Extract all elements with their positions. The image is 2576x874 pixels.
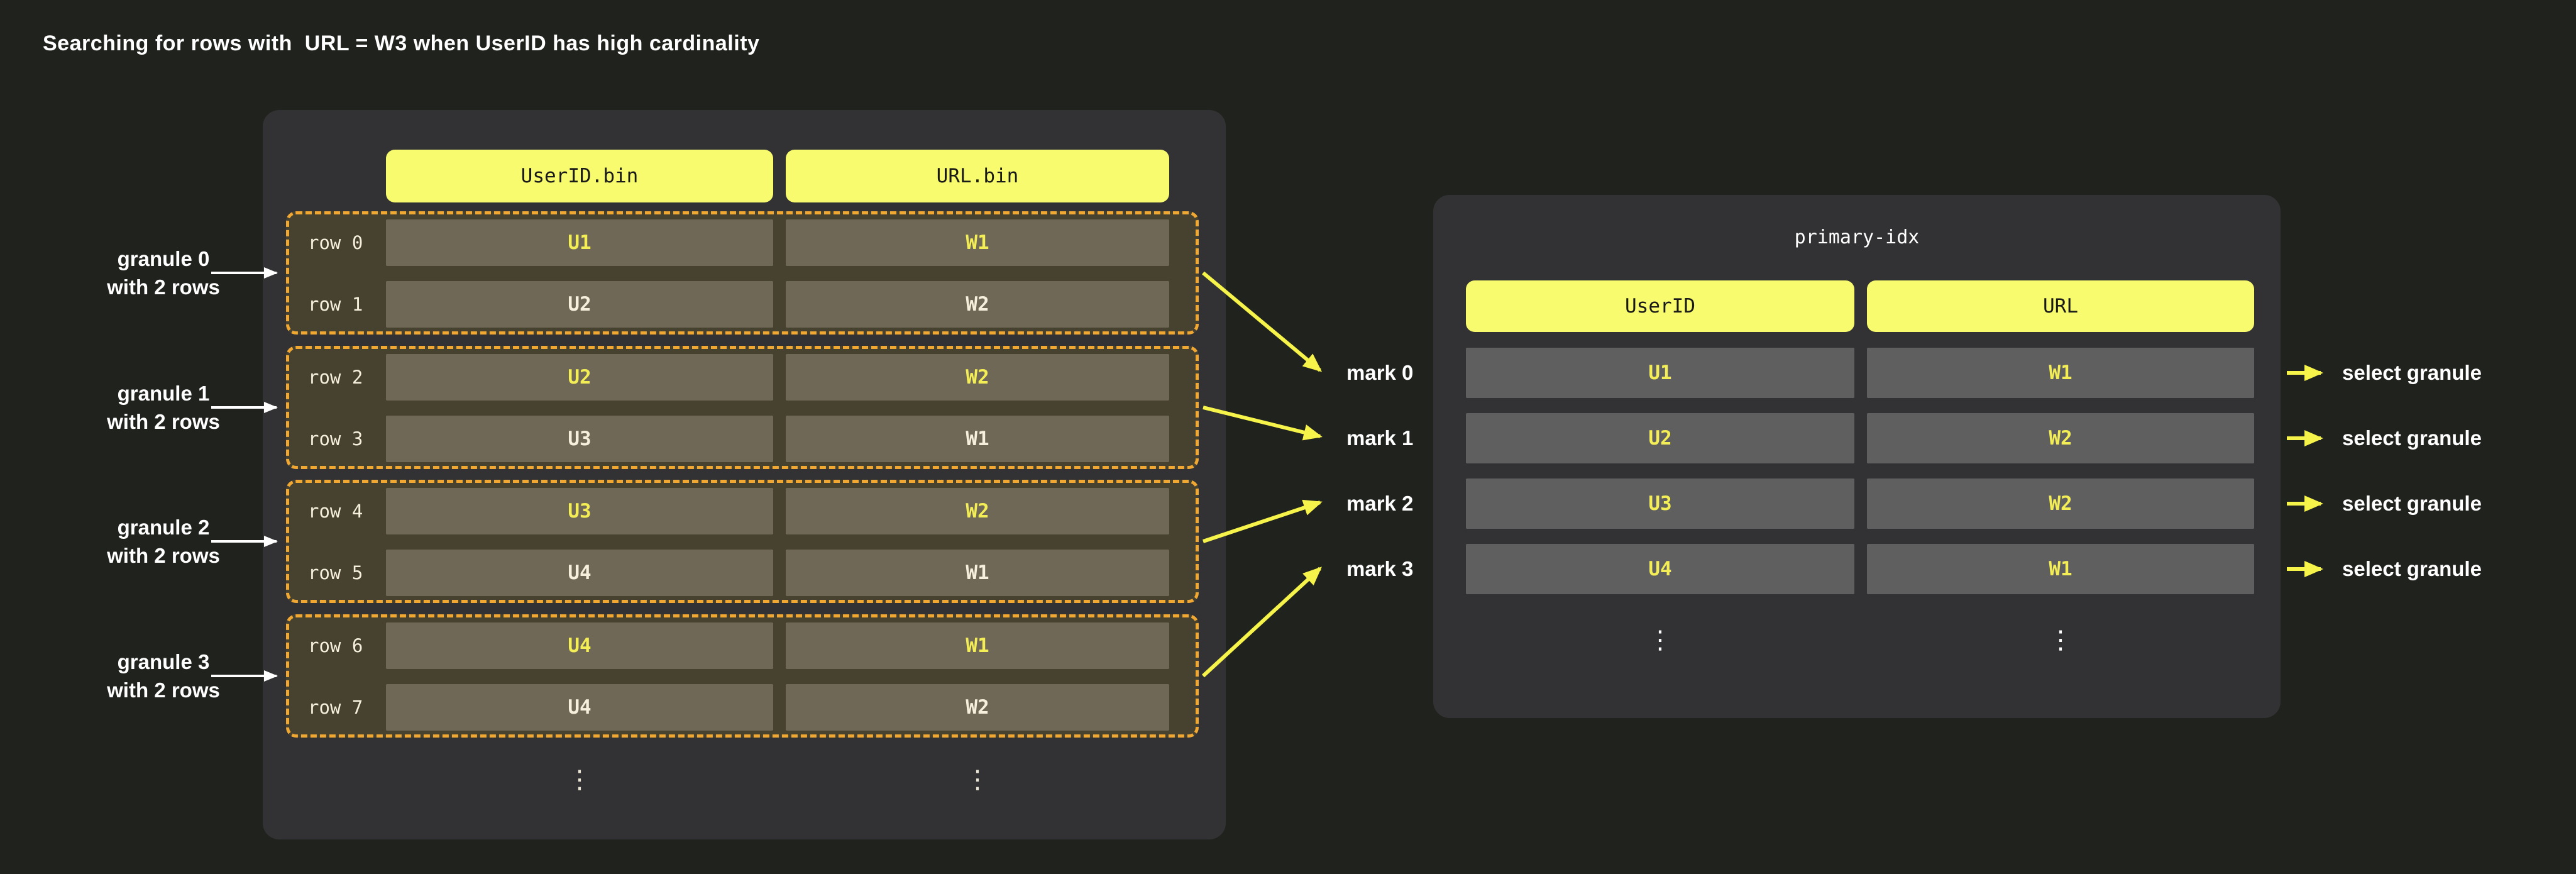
url-cell: W1 [786, 416, 1169, 462]
granule-label-line: with 2 rows [107, 544, 220, 567]
index-url-cell: W2 [1867, 478, 2254, 529]
granule-label-line: granule 0 [117, 247, 210, 270]
table-row: row 6 U4 W1 [289, 622, 1196, 669]
granule-box-3: row 6 U4 W1 row 7 U4 W2 [286, 614, 1199, 738]
column-header-userid-bin: UserID.bin [386, 150, 773, 202]
granule-label-line: granule 3 [117, 650, 210, 673]
url-cell: W2 [786, 488, 1169, 534]
table-row: row 4 U3 W2 [289, 488, 1196, 534]
granule-box-0: row 0 U1 W1 row 1 U2 W2 [286, 211, 1199, 335]
row-label: row 7 [308, 697, 363, 718]
index-url-cell: W1 [1867, 544, 2254, 594]
mark-label-1: mark 1 [1346, 426, 1414, 450]
primary-index-title: primary-idx [1794, 226, 1920, 248]
column-header-url-bin: URL.bin [786, 150, 1169, 202]
table-row: row 3 U3 W1 [289, 416, 1196, 462]
index-url-cell: W2 [1867, 413, 2254, 463]
select-granule-label-0: select granule [2342, 361, 2482, 384]
ellipsis: ⋮ [2048, 626, 2073, 655]
mark-label-3: mark 3 [1346, 557, 1414, 580]
table-row: row 0 U1 W1 [289, 219, 1196, 266]
page-title: Searching for rows with URL = W3 when Us… [43, 31, 760, 55]
userid-cell: U4 [386, 622, 773, 669]
row-label: row 6 [308, 635, 363, 656]
index-column-header-url: URL [1867, 280, 2254, 332]
select-granule-label-2: select granule [2342, 492, 2482, 515]
index-userid-cell: U1 [1466, 348, 1854, 398]
row-label: row 1 [308, 294, 363, 315]
granule-label-line: with 2 rows [107, 275, 220, 299]
mark-label-2: mark 2 [1346, 492, 1414, 515]
select-granule-label-1: select granule [2342, 426, 2482, 450]
table-row: row 2 U2 W2 [289, 354, 1196, 401]
granule-box-1: row 2 U2 W2 row 3 U3 W1 [286, 346, 1199, 469]
url-cell: W2 [786, 684, 1169, 731]
granule-label-2: granule 2 with 2 rows [44, 513, 283, 570]
row-label: row 5 [308, 562, 363, 584]
granule-label-line: granule 1 [117, 382, 210, 405]
index-url-cell: W1 [1867, 348, 2254, 398]
row-label: row 3 [308, 428, 363, 450]
url-cell: W1 [786, 219, 1169, 266]
url-cell: W2 [786, 281, 1169, 328]
index-userid-cell: U4 [1466, 544, 1854, 594]
granule-label-1: granule 1 with 2 rows [44, 379, 283, 436]
index-userid-cell: U2 [1466, 413, 1854, 463]
table-row: row 7 U4 W2 [289, 684, 1196, 731]
granule-label-line: granule 2 [117, 516, 210, 539]
table-row: row 5 U4 W1 [289, 550, 1196, 596]
ellipsis: ⋮ [567, 765, 592, 794]
mark-label-0: mark 0 [1346, 361, 1414, 384]
granule-box-2: row 4 U3 W2 row 5 U4 W1 [286, 480, 1199, 603]
row-label: row 4 [308, 501, 363, 522]
row-label: row 2 [308, 367, 363, 388]
userid-cell: U4 [386, 550, 773, 596]
userid-cell: U4 [386, 684, 773, 731]
granule-label-0: granule 0 with 2 rows [44, 245, 283, 301]
userid-cell: U2 [386, 281, 773, 328]
granule-label-line: with 2 rows [107, 410, 220, 433]
select-granule-label-3: select granule [2342, 557, 2482, 580]
index-userid-cell: U3 [1466, 478, 1854, 529]
url-cell: W2 [786, 354, 1169, 401]
url-cell: W1 [786, 622, 1169, 669]
url-cell: W1 [786, 550, 1169, 596]
userid-cell: U3 [386, 488, 773, 534]
ellipsis: ⋮ [1648, 626, 1673, 655]
table-row: row 1 U2 W2 [289, 281, 1196, 328]
granule-label-line: with 2 rows [107, 678, 220, 702]
index-column-header-userid: UserID [1466, 280, 1854, 332]
ellipsis: ⋮ [965, 765, 990, 794]
row-label: row 0 [308, 232, 363, 253]
userid-cell: U3 [386, 416, 773, 462]
userid-cell: U2 [386, 354, 773, 401]
granule-label-3: granule 3 with 2 rows [44, 648, 283, 704]
userid-cell: U1 [386, 219, 773, 266]
